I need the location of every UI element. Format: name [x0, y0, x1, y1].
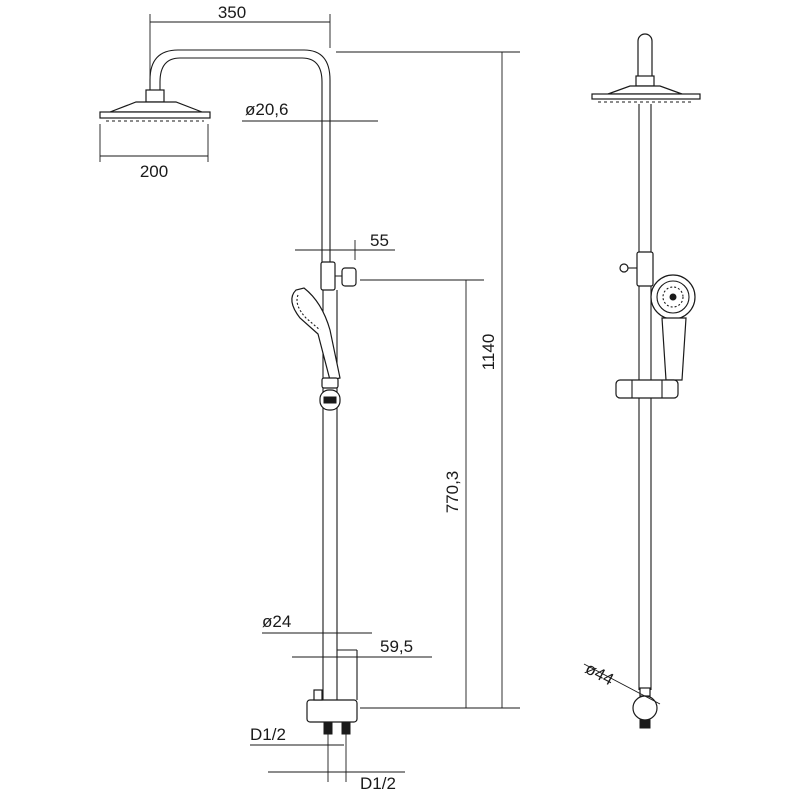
dim-holder-offset: 55 [370, 231, 389, 250]
side-bottom-bracket [615, 379, 679, 399]
diverter-body [306, 649, 358, 735]
side-rain-shower-head [591, 85, 701, 103]
dim-inlet-left: D1/2 [250, 725, 286, 744]
side-hand-shower [650, 274, 696, 381]
dim-total-height: 1140 [479, 334, 498, 371]
dim-bottom-pipe-diameter: ø24 [262, 612, 291, 631]
dim-head-diameter: 200 [140, 162, 168, 181]
side-holder-slider [636, 251, 654, 287]
dim-diverter-offset: 59,5 [380, 637, 413, 656]
dim-arm-reach: 350 [218, 3, 246, 22]
side-view: ø44 [582, 33, 701, 729]
dim-inlet-right: D1/2 [360, 774, 396, 793]
side-diverter-knob [632, 695, 658, 721]
overhead-arm [149, 49, 331, 262]
dim-top-pipe-diameter: ø20,6 [245, 100, 288, 119]
dim-holder-height: 770,3 [443, 471, 462, 514]
rain-shower-head [99, 101, 211, 122]
front-view: 350 200 ø20,6 55 1140 770,3 ø24 59,5 D1/… [99, 3, 520, 793]
hand-shower-holder-slider [320, 261, 336, 291]
hand-shower [291, 287, 341, 411]
arm-connector-nut [145, 89, 165, 103]
dim-diverter-diameter: ø44 [582, 659, 617, 690]
